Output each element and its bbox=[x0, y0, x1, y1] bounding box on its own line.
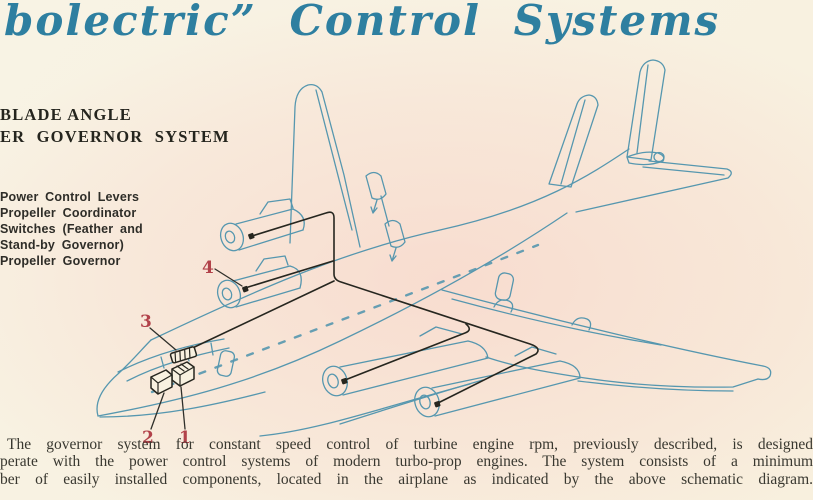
propeller-governor-dots bbox=[242, 232, 441, 408]
tail-cone bbox=[626, 151, 665, 166]
callout-number-2: 2 bbox=[142, 428, 154, 448]
legend-row: Stand-by Governor) bbox=[0, 238, 124, 252]
callout-leader-lines bbox=[149, 268, 243, 430]
callout-number-1: 1 bbox=[179, 428, 191, 448]
heading-line-1: BLADE ANGLE bbox=[0, 105, 132, 124]
engine-nacelle-3 bbox=[322, 326, 489, 397]
fuselage-outline bbox=[96, 148, 630, 437]
paragraph-line: The governor system for constant speed c… bbox=[7, 436, 813, 453]
legend-row: Propeller Coordinator bbox=[0, 206, 137, 220]
engine-nacelle-4 bbox=[414, 346, 581, 418]
legend-row: Propeller Governor bbox=[0, 254, 121, 268]
callout-number-3: 3 bbox=[140, 312, 152, 332]
starboard-wing bbox=[441, 289, 772, 392]
legend-row: Switches (Feather and bbox=[0, 222, 143, 236]
body-paragraph: The governor system for constant speed c… bbox=[0, 436, 813, 488]
near-stabilizer bbox=[575, 160, 732, 213]
paragraph-line: ber of easily installed components, loca… bbox=[0, 470, 813, 488]
page-title: bolectric” Control Systems bbox=[4, 0, 721, 45]
switches-panel-component bbox=[169, 346, 198, 364]
port-wing bbox=[289, 84, 406, 262]
far-stabilizer bbox=[548, 94, 599, 188]
propeller-coordinator-component bbox=[150, 369, 173, 395]
governor-wiring-lines bbox=[183, 211, 539, 404]
callout-number-4: 4 bbox=[202, 258, 214, 278]
legend-row: Power Control Levers bbox=[0, 190, 140, 204]
engine-nacelle-2 bbox=[216, 255, 302, 309]
paragraph-line: perate with the power control systems of… bbox=[0, 453, 813, 471]
vertical-fin bbox=[626, 59, 666, 161]
engine-nacelle-1 bbox=[219, 198, 305, 252]
component-legend: Power Control Levers Propeller Coordinat… bbox=[0, 189, 143, 269]
heading-line-2: ER GOVERNOR SYSTEM bbox=[0, 127, 230, 146]
power-control-levers-component bbox=[171, 361, 195, 387]
section-heading: BLADE ANGLE ER GOVERNOR SYSTEM bbox=[0, 104, 230, 148]
